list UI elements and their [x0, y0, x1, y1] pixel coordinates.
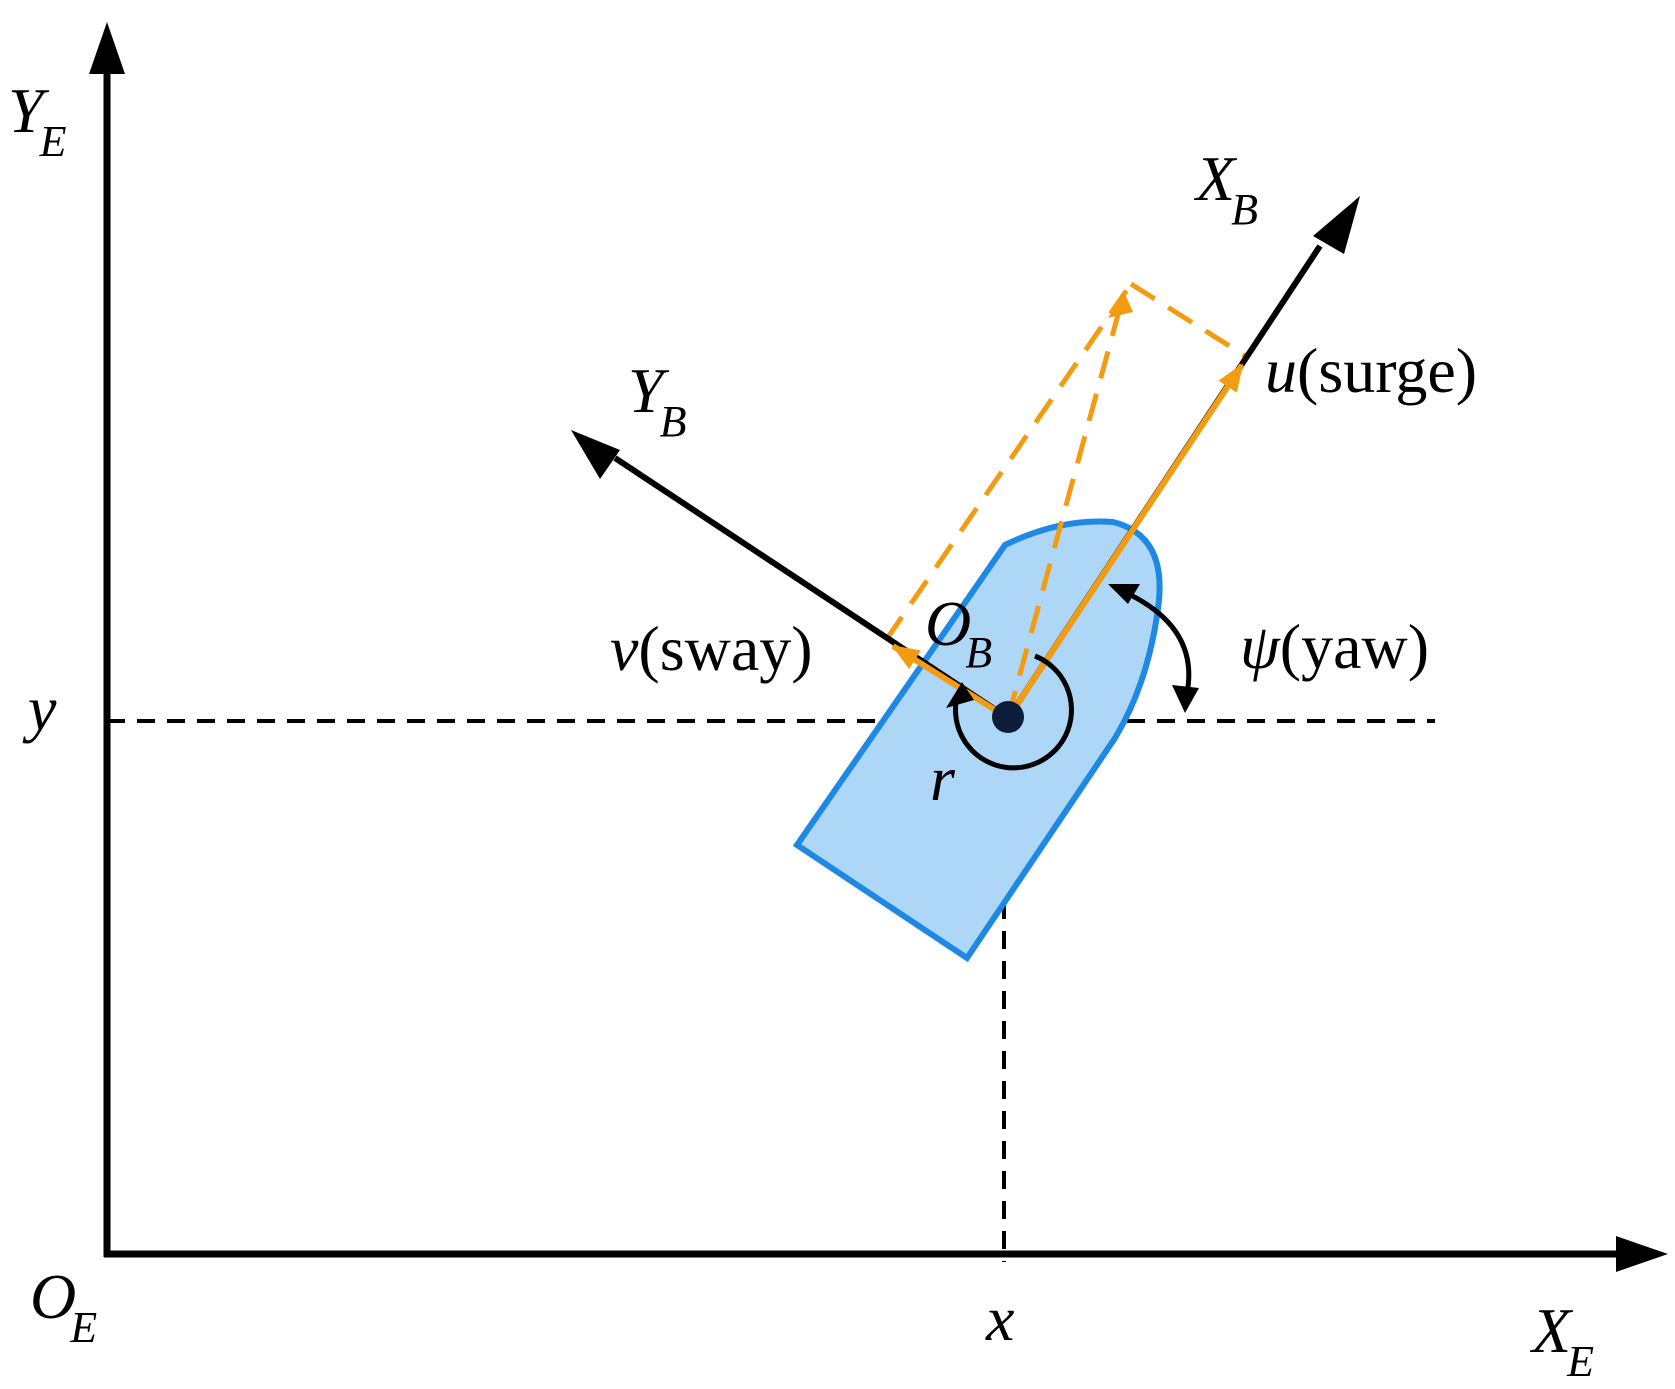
yb-axis-arrowhead — [571, 430, 620, 479]
xb-axis-arrowhead — [1313, 196, 1360, 254]
position-projections — [107, 719, 1435, 1262]
parallelogram-resultant — [1005, 299, 1125, 719]
yb-label: YB — [628, 355, 686, 446]
ye-axis-arrowhead — [89, 22, 125, 74]
u-surge-vector — [1005, 363, 1245, 720]
r-yaw-rate-label: r — [930, 743, 956, 814]
y-position-label: y — [22, 673, 57, 744]
heading-angle-arc — [1118, 587, 1192, 694]
oe-label: OE — [30, 1261, 97, 1352]
u-surge-label: u(surge) — [1265, 335, 1477, 406]
earth-axes — [89, 22, 1668, 1272]
parallelogram-edge-top — [1129, 281, 1249, 360]
yaw-rate-arc — [953, 653, 1074, 771]
x-position-label: x — [985, 1283, 1014, 1354]
vessel-hull — [792, 518, 1163, 963]
ob-label: OB — [925, 588, 992, 677]
xb-label: XB — [1193, 143, 1258, 234]
parallelogram-edge-left — [883, 282, 1134, 642]
heading-arc-arrowhead-bottom — [1172, 685, 1199, 713]
resultant-arrowhead — [1108, 292, 1133, 318]
velocity-parallelogram — [883, 281, 1249, 719]
velocity-vectors — [891, 363, 1245, 721]
ye-label: YE — [8, 75, 67, 166]
psi-yaw-label: ψ(yaw) — [1240, 611, 1429, 682]
xe-axis-arrowhead — [1616, 1236, 1668, 1272]
body-origin-dot — [992, 701, 1024, 733]
v-sway-label: v(sway) — [610, 613, 813, 684]
v-sway-vector — [891, 643, 1010, 721]
heading-arc-arrowhead-top — [1108, 584, 1140, 604]
yaw-rate-arrowhead — [946, 682, 974, 708]
xe-label: XE — [1529, 1295, 1594, 1386]
